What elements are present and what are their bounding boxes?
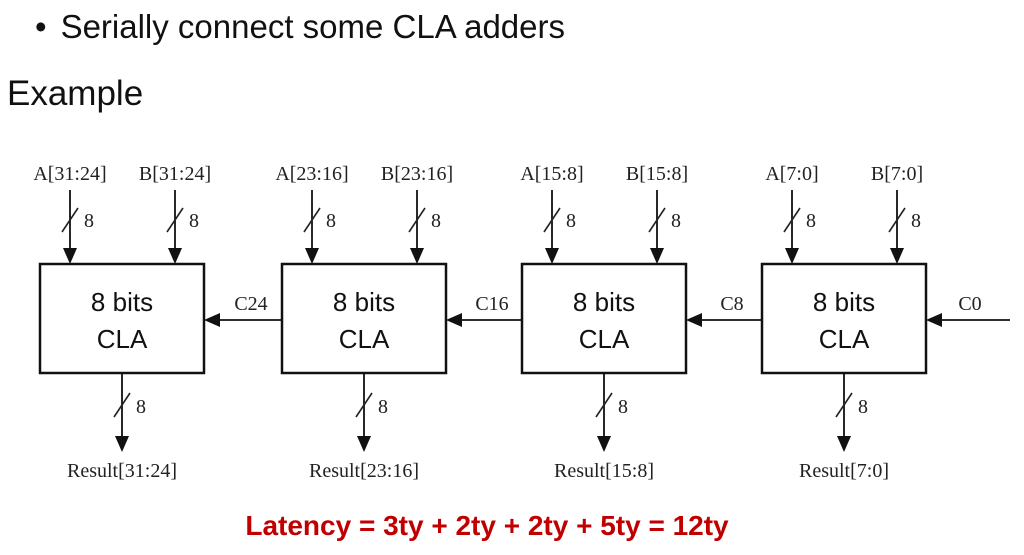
input-b-label: B[31:24]: [139, 163, 211, 185]
block-label-bits: 8 bits: [573, 287, 635, 317]
input-b-width-label: 8: [911, 210, 921, 232]
cla-block: [760, 262, 928, 375]
bullet-symbol: •: [35, 8, 47, 45]
output-bus-slash: [595, 392, 613, 418]
output-label: Result[15:8]: [554, 460, 654, 482]
output-arrow-icon: [357, 436, 371, 452]
input-a-label: A[31:24]: [33, 163, 106, 185]
block-label-cla: CLA: [579, 324, 630, 354]
input-b-bus-slash: [408, 207, 426, 233]
input-b-width-label: 8: [671, 210, 681, 232]
input-b-label: B[7:0]: [871, 163, 923, 185]
output-label: Result[23:16]: [309, 460, 419, 482]
input-b-arrow-icon: [410, 248, 424, 264]
output-bus-slash: [355, 392, 373, 418]
input-a-width-label: 8: [326, 210, 336, 232]
input-b-width-label: 8: [431, 210, 441, 232]
output-width-label: 8: [136, 396, 146, 418]
section-heading: Example: [7, 74, 144, 113]
input-a-bus-slash: [783, 207, 801, 233]
carry-label: C24: [234, 293, 267, 315]
input-b-arrow-icon: [890, 248, 904, 264]
bullet-text: Serially connect some CLA adders: [60, 8, 565, 45]
output-bus-slash: [113, 392, 131, 418]
output-width-label: 8: [858, 396, 868, 418]
block-label-bits: 8 bits: [91, 287, 153, 317]
input-a-bus-slash: [303, 207, 321, 233]
bullet-point: • Serially connect some CLA adders: [35, 8, 565, 46]
block-label-bits: 8 bits: [333, 287, 395, 317]
carry-arrow-icon: [204, 313, 220, 327]
input-b-label: B[15:8]: [626, 163, 688, 185]
output-label: Result[31:24]: [67, 460, 177, 482]
input-b-label: B[23:16]: [381, 163, 453, 185]
output-bus-slash: [835, 392, 853, 418]
block-label-cla: CLA: [97, 324, 148, 354]
cla-block: [520, 262, 688, 375]
output-label: Result[7:0]: [799, 460, 889, 482]
input-b-arrow-icon: [168, 248, 182, 264]
input-b-bus-slash: [888, 207, 906, 233]
input-a-arrow-icon: [305, 248, 319, 264]
output-arrow-icon: [837, 436, 851, 452]
block-label-cla: CLA: [819, 324, 870, 354]
input-a-width-label: 8: [84, 210, 94, 232]
carry-label: C0: [958, 293, 981, 315]
input-b-bus-slash: [648, 207, 666, 233]
input-a-width-label: 8: [566, 210, 576, 232]
carry-arrow-icon: [446, 313, 462, 327]
input-a-bus-slash: [61, 207, 79, 233]
output-width-label: 8: [378, 396, 388, 418]
input-b-width-label: 8: [189, 210, 199, 232]
input-a-label: A[7:0]: [765, 163, 818, 185]
latency-text: Latency = 3ty + 2ty + 2ty + 5ty = 12ty: [245, 510, 729, 541]
cla-block: [280, 262, 448, 375]
carry-label: C16: [475, 293, 508, 315]
input-b-bus-slash: [166, 207, 184, 233]
input-a-arrow-icon: [63, 248, 77, 264]
input-a-arrow-icon: [545, 248, 559, 264]
input-a-label: A[15:8]: [520, 163, 583, 185]
carry-arrow-icon: [686, 313, 702, 327]
carry-arrow-icon: [926, 313, 942, 327]
output-arrow-icon: [115, 436, 129, 452]
output-arrow-icon: [597, 436, 611, 452]
block-label-cla: CLA: [339, 324, 390, 354]
input-a-bus-slash: [543, 207, 561, 233]
carry-label: C8: [720, 293, 743, 315]
latency-formula: Latency = 3ty + 2ty + 2ty + 5ty = 12ty: [0, 510, 1024, 542]
block-label-bits: 8 bits: [813, 287, 875, 317]
input-a-label: A[23:16]: [275, 163, 348, 185]
input-b-arrow-icon: [650, 248, 664, 264]
input-a-width-label: 8: [806, 210, 816, 232]
cla-block: [38, 262, 206, 375]
output-width-label: 8: [618, 396, 628, 418]
input-a-arrow-icon: [785, 248, 799, 264]
